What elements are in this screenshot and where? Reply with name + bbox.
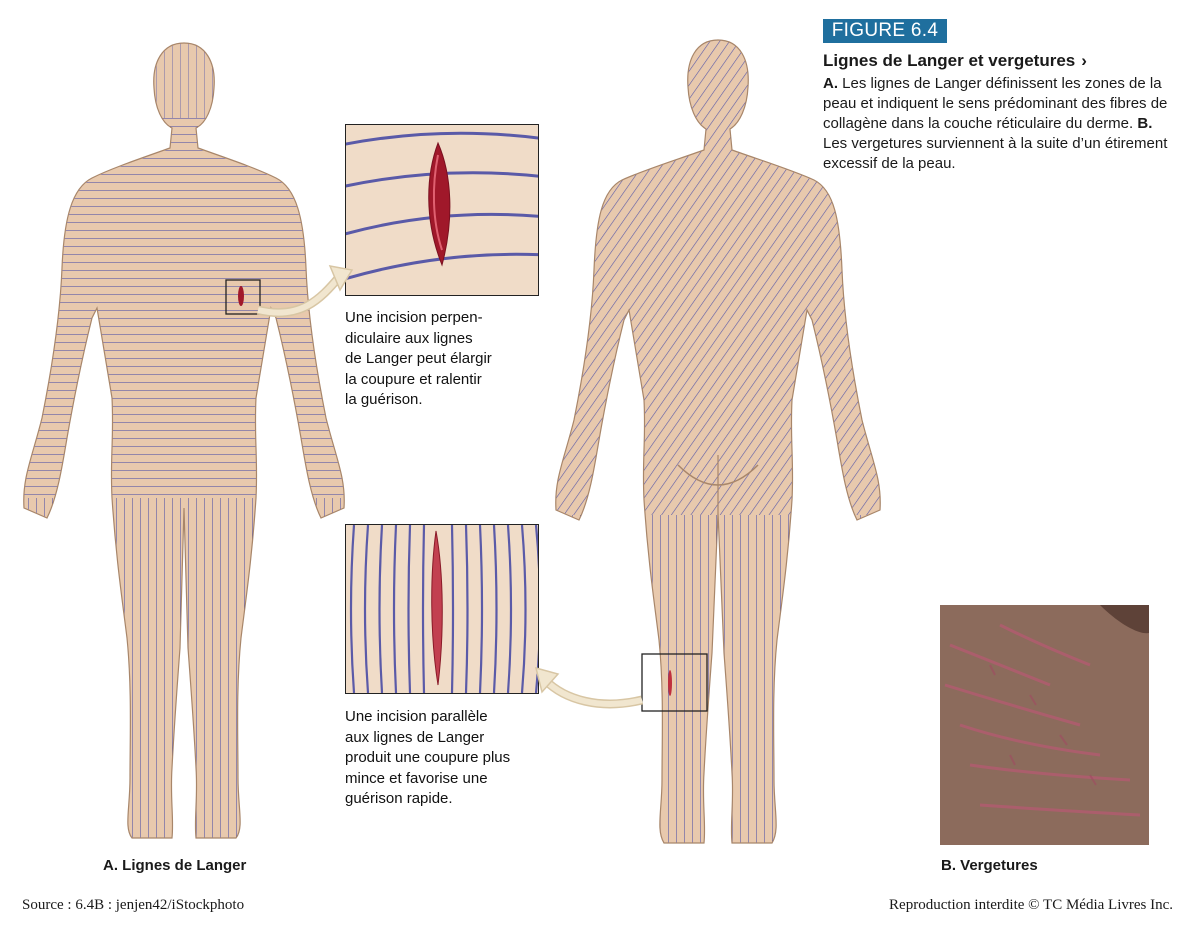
callout-top-line: la guérison. — [345, 391, 423, 408]
callout-parallel-text: Une incision parallèle aux lignes de Lan… — [345, 707, 535, 810]
stretch-marks-texture — [940, 605, 1149, 845]
figure-title-text: Lignes de Langer et vergetures — [823, 51, 1076, 70]
footer-copyright: Reproduction interdite © TC Média Livres… — [889, 897, 1173, 913]
callout-bottom-line: Une incision parallèle — [345, 708, 488, 725]
stretch-marks-photo — [940, 605, 1149, 845]
figure-badge: FIGURE 6.4 — [823, 19, 947, 43]
callout-bottom-line: produit une coupure plus — [345, 749, 511, 766]
desc-a-label: A. — [823, 75, 838, 92]
footer-source: Source : 6.4B : jenjen42/iStockphoto — [22, 897, 245, 913]
desc-b-label: B. — [1137, 115, 1153, 132]
figure-title: Lignes de Langer et vergetures › — [823, 51, 1087, 71]
figure-description: A. Les lignes de Langer définissent les … — [823, 74, 1173, 174]
inset-bottom-drawing — [346, 525, 538, 693]
inset-perpendicular-incision — [345, 124, 539, 296]
desc-b-text: Les vergetures surviennent à la suite d’… — [823, 135, 1168, 172]
inset-parallel-incision — [345, 524, 539, 694]
inset-top-drawing — [346, 125, 538, 295]
front-incision-wound — [238, 286, 244, 306]
callout-bottom-line: aux lignes de Langer — [345, 728, 485, 746]
caption-langer-lines: A. Lignes de Langer — [103, 857, 247, 874]
back-incision-wound — [668, 670, 672, 696]
back-body-illustration — [555, 39, 881, 844]
callout-top-line: Une incision perpen- — [345, 309, 483, 326]
front-body-illustration — [23, 42, 345, 839]
callout-bottom-line: mince et favorise une — [345, 769, 488, 787]
desc-a-text: Les lignes de Langer définissent les zon… — [823, 75, 1168, 132]
caption-stretch-marks: B. Vergetures — [941, 857, 1038, 874]
callout-top-line: diculaire aux lignes — [345, 329, 473, 347]
callout-top-line: la coupure et ralentir — [345, 370, 482, 388]
callout-top-line: de Langer peut élargir — [345, 350, 492, 367]
callout-bottom-line: guérison rapide. — [345, 790, 453, 807]
chevron-right-icon: › — [1081, 51, 1087, 70]
callout-perpendicular-text: Une incision perpen- diculaire aux ligne… — [345, 308, 535, 411]
